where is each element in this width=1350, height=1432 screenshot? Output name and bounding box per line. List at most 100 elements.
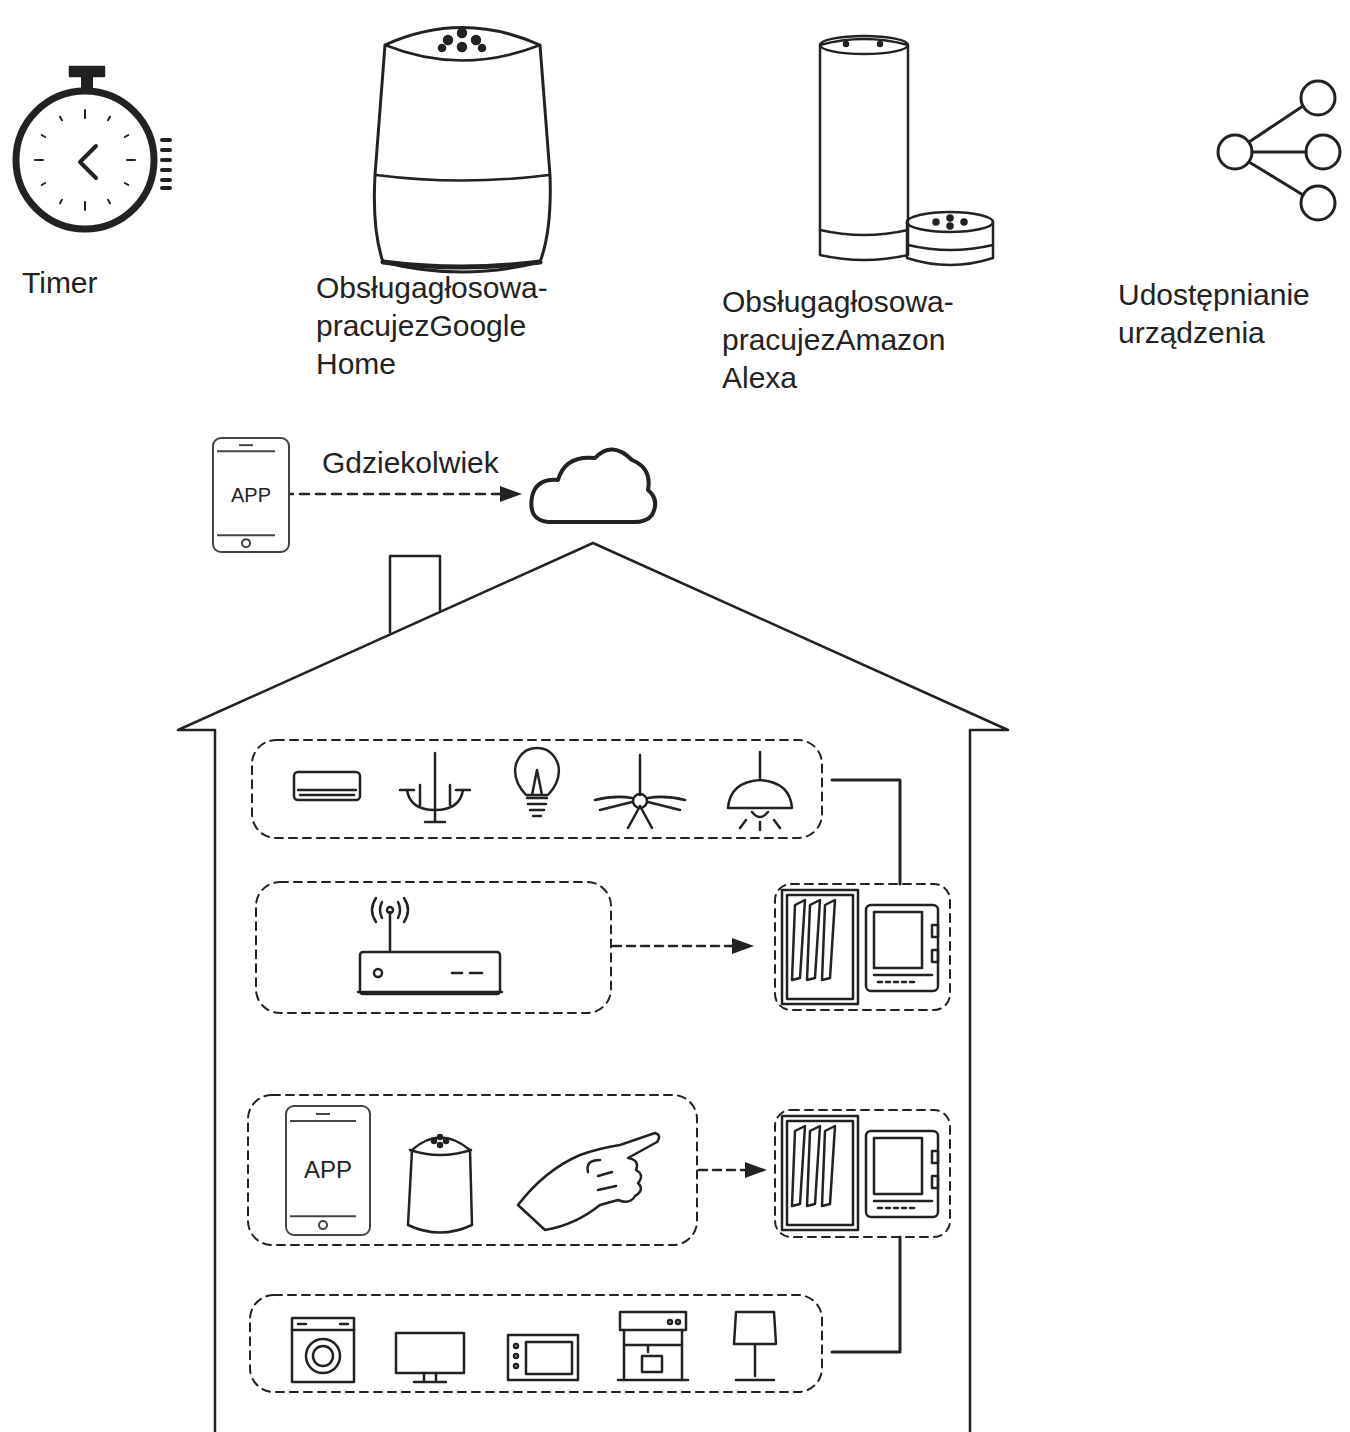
microwave-icon <box>526 1342 572 1374</box>
smart-switch-icon <box>866 905 938 991</box>
washing-machine-icon <box>292 1318 354 1382</box>
microwave-icon <box>514 1344 518 1348</box>
dashed-group <box>248 740 950 1392</box>
amazon-echo-icon <box>934 220 939 225</box>
phone-outline <box>217 534 275 536</box>
microwave-icon <box>514 1364 518 1368</box>
share-icon <box>1249 106 1306 195</box>
ceiling-fan-icon <box>595 755 685 828</box>
stopwatch-icon <box>70 67 104 76</box>
amazon-echo-icon <box>820 36 908 54</box>
stopwatch-icon <box>42 183 45 185</box>
amazon-echo-icon <box>907 212 993 232</box>
dashed-arrow <box>284 493 520 496</box>
caption-label: Gdziekolwiek <box>322 444 552 482</box>
washing-machine-icon <box>292 1329 354 1332</box>
dashed-group <box>250 1295 822 1392</box>
coffee-machine-icon <box>676 1320 680 1324</box>
phone-outline <box>290 1120 356 1122</box>
phone-outline <box>316 1113 330 1115</box>
google-home-icon <box>479 45 485 51</box>
dashed-arrow <box>613 945 752 948</box>
smart-switch-icon <box>782 1116 938 1230</box>
app-label: APP <box>287 1157 369 1183</box>
washing-machine-icon <box>292 1318 354 1382</box>
dashed-group <box>256 882 611 1013</box>
smart-switch-icon <box>874 912 922 968</box>
microwave-icon <box>514 1354 518 1358</box>
stopwatch-icon <box>162 140 170 188</box>
washing-machine-icon <box>298 1323 348 1326</box>
stopwatch-icon <box>84 110 86 118</box>
caption-label: Timer <box>22 264 222 302</box>
stopwatch-icon <box>125 183 128 185</box>
caption-label: Udostępnianie urządzenia <box>1118 276 1344 352</box>
phone-node: APP <box>285 1105 371 1236</box>
stopwatch-icon <box>42 135 45 137</box>
dashed-arrow <box>699 1169 765 1172</box>
smart-switch-icon <box>932 950 938 962</box>
smart-speaker-icon <box>408 1138 472 1233</box>
amazon-echo-icon <box>820 39 908 260</box>
amazon-echo-icon <box>948 224 953 229</box>
google-home-icon <box>444 36 452 44</box>
smart-speaker-icon <box>410 1150 471 1155</box>
smart-switch-icon <box>874 1138 922 1194</box>
google-home-icon <box>374 28 550 273</box>
stopwatch-icon <box>16 67 170 229</box>
stopwatch-icon <box>80 146 96 178</box>
smart-switch-icon <box>874 975 932 982</box>
caption-label: Obsługagłosowa- pracujezAmazon Alexa <box>722 283 1002 397</box>
smart-switch-icon <box>787 1121 853 1225</box>
light-bulb-icon <box>515 748 559 816</box>
stopwatch-icon <box>127 159 135 161</box>
chandelier-icon <box>400 789 470 792</box>
washing-machine-icon <box>306 1339 340 1373</box>
phone-node: APP <box>212 437 290 553</box>
chandelier-icon <box>400 753 470 822</box>
cloud-icon <box>531 449 655 522</box>
coffee-machine-icon <box>618 1312 688 1380</box>
caption-label: Obsługagłosowa- pracujezGoogle Home <box>316 269 591 383</box>
coffee-machine-icon <box>668 1320 672 1324</box>
stopwatch-icon <box>60 200 62 203</box>
dashed-arrow <box>613 946 765 1170</box>
air-conditioner-icon <box>294 772 360 800</box>
google-home-icon <box>458 43 466 51</box>
stopwatch-icon <box>35 110 135 210</box>
router-icon <box>358 991 502 994</box>
house-outline <box>178 543 1008 1432</box>
pointing-hand-icon <box>588 1160 617 1190</box>
stopwatch-icon <box>60 117 62 120</box>
pendant-lamp-icon <box>728 752 792 830</box>
amazon-echo-icon <box>820 36 993 265</box>
dashed-group <box>252 740 822 838</box>
pendant-lamp-icon <box>728 752 792 830</box>
share-icon <box>1306 135 1340 169</box>
dashed-group <box>775 1110 950 1237</box>
smart-switch-icon <box>874 1201 932 1208</box>
washing-machine-icon <box>313 1346 333 1366</box>
coffee-machine-icon <box>618 1330 688 1380</box>
ceiling-fan-icon <box>633 794 647 808</box>
stopwatch-icon <box>84 202 86 210</box>
microwave-icon <box>508 1335 578 1380</box>
phone-outline <box>239 444 253 446</box>
pointing-hand-icon <box>518 1133 659 1230</box>
smart-speaker-icon <box>438 1135 442 1139</box>
smart-switch-icon <box>782 1116 858 1230</box>
stopwatch-icon <box>108 200 110 203</box>
google-home-icon <box>439 45 445 51</box>
google-home-icon <box>458 29 466 37</box>
router-icon <box>358 898 502 994</box>
smart-switch-icon <box>787 895 853 999</box>
smart-switch-icon <box>792 1126 835 1206</box>
smart-switch-icon <box>792 900 835 980</box>
share-icon <box>1301 81 1335 115</box>
stopwatch-icon <box>125 135 128 137</box>
smart-switch-icon <box>932 1176 938 1188</box>
microwave-icon <box>508 1335 578 1380</box>
google-home-icon <box>376 175 549 181</box>
google-home-icon <box>383 262 540 267</box>
